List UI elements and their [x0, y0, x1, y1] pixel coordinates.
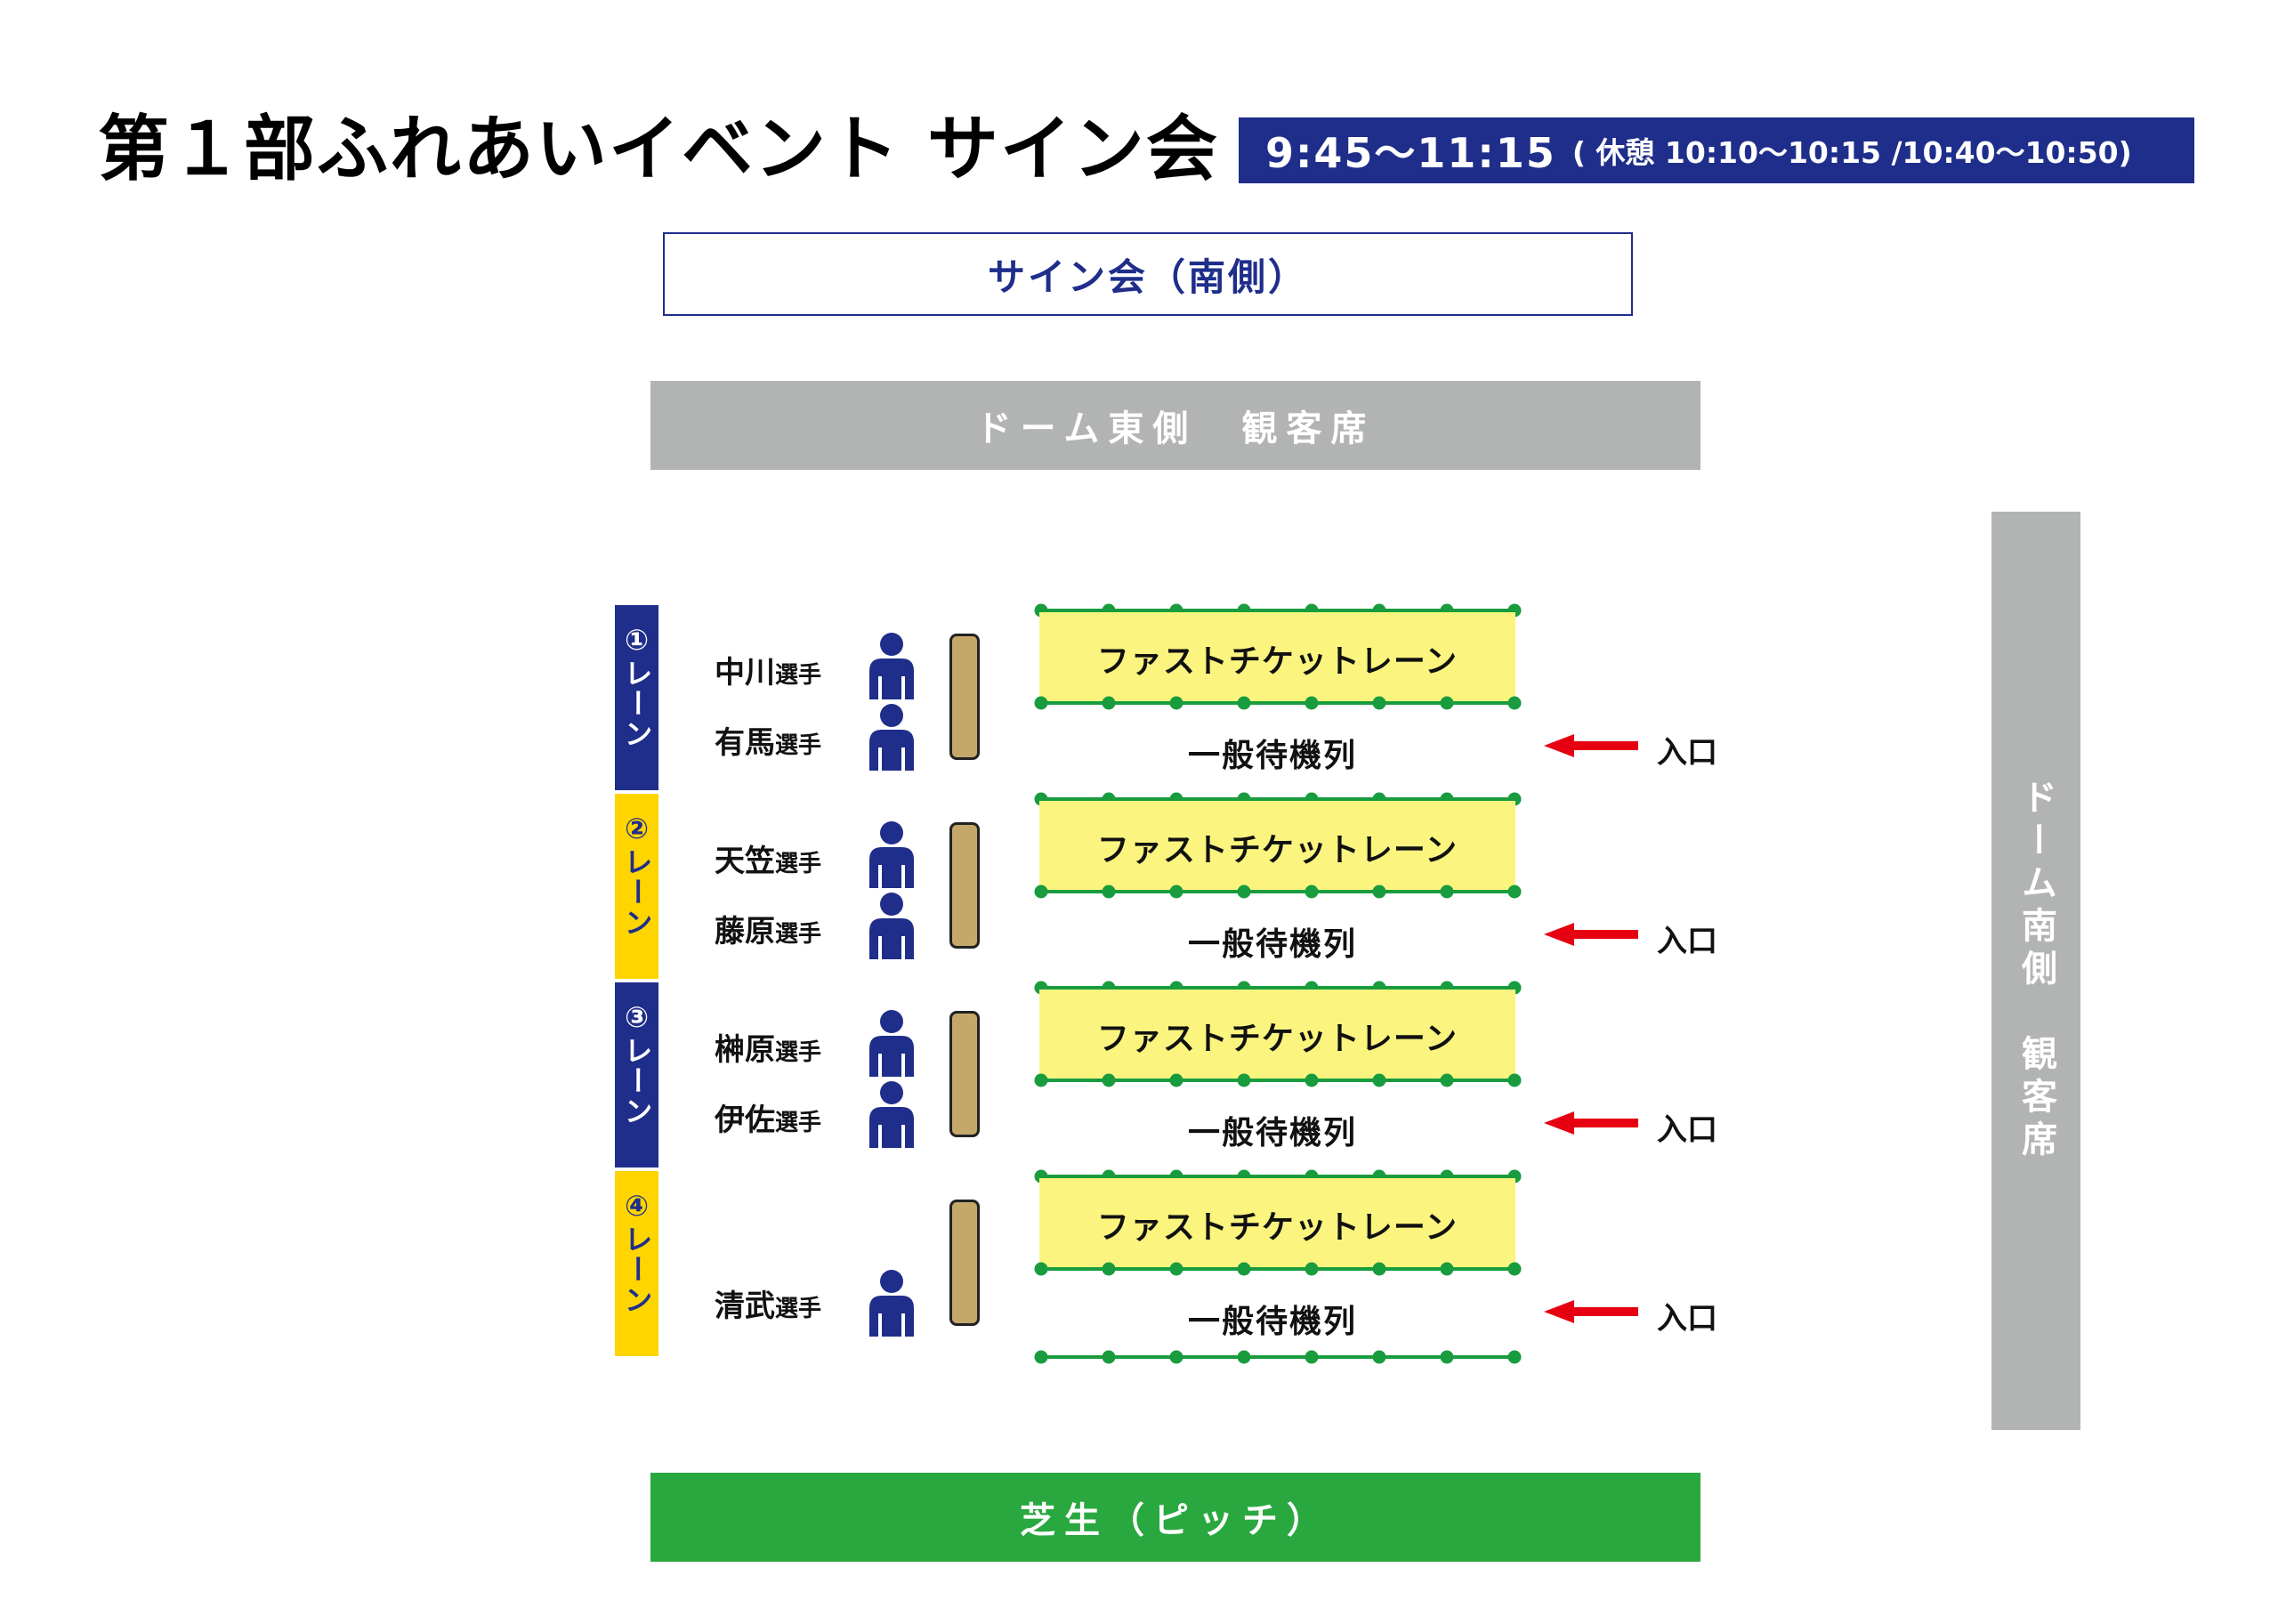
- schedule-main-time: 9:45〜11:15: [1265, 129, 1556, 177]
- rope-barrier: [1034, 1262, 1522, 1276]
- player-surname: 天笠: [715, 844, 775, 879]
- signing-desk: [949, 634, 980, 760]
- general-queue-label: 一般待機列: [1188, 1115, 1358, 1151]
- lane-tab-label: ③レーン: [619, 1000, 654, 1127]
- person-icon: [869, 821, 914, 888]
- player-suffix: 選手: [775, 1296, 822, 1322]
- lane-tab-2: ②レーン: [615, 794, 658, 979]
- signing-desk: [949, 1011, 980, 1137]
- entrance-label: 入口: [1657, 924, 1717, 959]
- east-stand-area: ドーム東側 観客席: [650, 381, 1700, 470]
- player-name: 有馬選手: [715, 718, 821, 762]
- person-icon: [869, 633, 914, 699]
- player-name: 伊佐選手: [715, 1095, 821, 1139]
- general-queue-label: 一般待機列: [1188, 926, 1358, 963]
- lane-tab-3: ③レーン: [615, 982, 658, 1168]
- player-name: 榊原選手: [715, 1025, 821, 1069]
- fast-ticket-lane: ファストチケットレーン: [1039, 990, 1515, 1082]
- section-label: サイン会（南側）: [663, 232, 1633, 316]
- signing-desk: [949, 822, 980, 949]
- fast-ticket-lane: ファストチケットレーン: [1039, 612, 1515, 705]
- player-suffix: 選手: [775, 1110, 822, 1136]
- rope-barrier: [1034, 696, 1522, 710]
- fast-ticket-lane: ファストチケットレーン: [1039, 801, 1515, 893]
- rope-barrier: [1034, 1350, 1522, 1364]
- lane-tab-label: ④レーン: [619, 1189, 654, 1315]
- player-suffix: 選手: [775, 921, 822, 948]
- person-icon: [869, 704, 914, 771]
- player-name: 藤原選手: [715, 907, 821, 950]
- person-icon: [869, 1270, 914, 1337]
- player-surname: 伊佐: [715, 1103, 775, 1138]
- rope-barrier: [1034, 1073, 1522, 1087]
- entrance-arrow-icon: [1544, 1111, 1638, 1135]
- player-name: 天笠選手: [715, 836, 821, 880]
- player-surname: 清武: [715, 1289, 775, 1324]
- entrance-arrow-icon: [1544, 1300, 1638, 1323]
- schedule-box: 9:45〜11:15 ( 休憩 10:10〜10:15 /10:40〜10:50…: [1239, 117, 2194, 183]
- player-suffix: 選手: [775, 662, 822, 689]
- person-icon: [869, 893, 914, 959]
- player-surname: 榊原: [715, 1032, 775, 1068]
- schedule-break-note: ( 休憩 10:10〜10:15 /10:40〜10:50): [1571, 135, 2132, 170]
- general-queue-label: 一般待機列: [1188, 1304, 1358, 1340]
- south-stand-area: ドーム南側 観客席: [1991, 512, 2080, 1430]
- lane-tab-label: ①レーン: [619, 623, 654, 749]
- player-name: 清武選手: [715, 1281, 821, 1325]
- lane-tab-4: ④レーン: [615, 1171, 658, 1356]
- rope-barrier: [1034, 885, 1522, 899]
- player-suffix: 選手: [775, 851, 822, 877]
- general-queue-label: 一般待機列: [1188, 738, 1358, 774]
- player-surname: 中川: [715, 655, 775, 691]
- fast-ticket-lane: ファストチケットレーン: [1039, 1178, 1515, 1271]
- player-suffix: 選手: [775, 732, 822, 759]
- player-surname: 藤原: [715, 914, 775, 949]
- signing-desk: [949, 1200, 980, 1326]
- lane-tab-label: ②レーン: [619, 812, 654, 938]
- person-icon: [869, 1010, 914, 1077]
- entrance-label: 入口: [1657, 1112, 1717, 1148]
- player-surname: 有馬: [715, 725, 775, 761]
- player-suffix: 選手: [775, 1039, 822, 1066]
- entrance-label: 入口: [1657, 735, 1717, 771]
- entrance-arrow-icon: [1544, 923, 1638, 946]
- page-title: 第１部ふれあいイベント サイン会: [98, 108, 1219, 190]
- pitch-area: 芝生（ピッチ）: [650, 1473, 1700, 1562]
- entrance-arrow-icon: [1544, 734, 1638, 757]
- person-icon: [869, 1081, 914, 1148]
- lane-tab-1: ①レーン: [615, 605, 658, 790]
- player-name: 中川選手: [715, 648, 821, 691]
- entrance-label: 入口: [1657, 1301, 1717, 1337]
- south-stand-label: ドーム南側 観客席: [2015, 779, 2056, 1163]
